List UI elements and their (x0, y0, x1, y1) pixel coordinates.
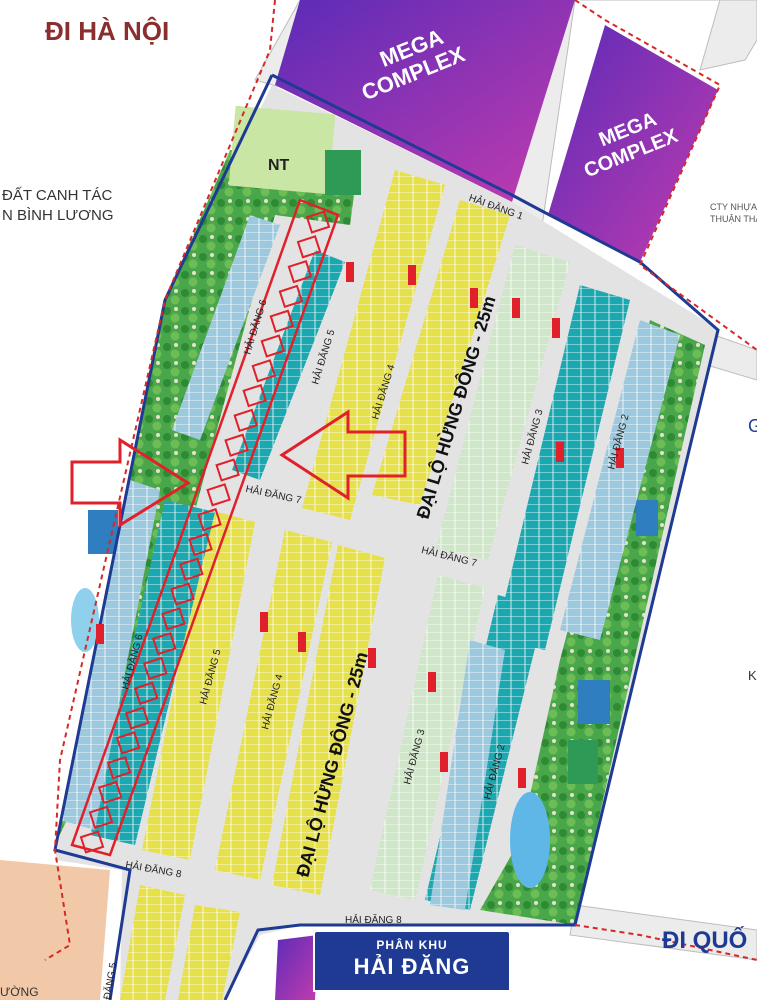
highlighted-lot-box (124, 706, 150, 730)
label-corner-bottom-left: ƯỜNG (0, 984, 39, 999)
highlighted-lot-box (115, 731, 141, 755)
highlighted-lot-box (97, 780, 123, 805)
highlighted-lot-box (179, 557, 204, 581)
label-di-quoc: ĐI QUỐ (662, 926, 747, 954)
highlighted-lot-box (242, 383, 267, 408)
zone-banner: PHÂN KHU HẢI ĐĂNG (313, 930, 511, 992)
highlighted-lot-box (224, 433, 249, 457)
label-cty-line1: CTY NHỰA (710, 202, 757, 212)
highlighted-lot-box (260, 334, 286, 358)
lot-strip-yellow-7 (178, 905, 240, 1000)
highlighted-lots (70, 198, 340, 857)
zone-banner-subtitle: PHÂN KHU (376, 938, 448, 952)
lot-strip-pale-2 (560, 320, 680, 640)
pond-west (71, 588, 99, 652)
lot-strip-blue-2 (60, 480, 160, 830)
section-markers (96, 262, 624, 788)
highlighted-lot-box (287, 259, 313, 284)
highlighted-lot-box (161, 607, 186, 631)
sand-parcel (0, 860, 110, 1000)
highlighted-lot-box (296, 235, 322, 259)
highlighted-lot-box (278, 284, 304, 309)
lot-strip-pale-1 (436, 245, 570, 560)
sports-court-2 (88, 510, 118, 554)
highlighted-lot-box (188, 532, 213, 557)
lot-strip-yellow-6 (120, 885, 185, 1000)
mega-complex-right (548, 25, 718, 262)
lot-strip-blue-3 (430, 640, 505, 910)
pond (510, 792, 550, 888)
nt-field (228, 105, 336, 195)
lot-strip-yellow-3 (272, 545, 385, 895)
planning-limit (44, 0, 276, 961)
highlighted-lot-box (197, 507, 222, 532)
sports-court-3 (578, 680, 610, 724)
highlighted-lot-box (305, 210, 331, 234)
lot-strip-yellow-4 (215, 530, 332, 880)
highlighted-lot-boxes (79, 210, 331, 854)
label-corner-g: G (748, 416, 757, 436)
lot-strip-yellow-5 (142, 510, 255, 860)
lot-strips (60, 170, 680, 1000)
label-dat-canh-tac-line1: ĐẤT CANH TÁC (2, 187, 112, 204)
mega-complex-bottom (275, 935, 318, 1000)
arrow-right (70, 437, 191, 528)
zone-banner-title: HẢI ĐĂNG (353, 954, 471, 979)
highlighted-lot-box (88, 805, 114, 829)
lot-strip-pale-3 (370, 575, 485, 900)
highlighted-lot-box (133, 681, 159, 705)
highlighted-lot-box (269, 309, 295, 333)
highlighted-lot-box (251, 359, 277, 383)
highlighted-lot-box (106, 755, 132, 780)
mega-complex-top (275, 0, 575, 202)
label-corner-k: K (748, 668, 757, 683)
lot-strip-blue-1 (172, 215, 280, 440)
label-nt: NT (268, 157, 290, 174)
highlighted-lot-box (215, 458, 240, 482)
highlighted-lot-box (143, 656, 168, 681)
label-di-ha-noi: ĐI HÀ NỘI (45, 16, 169, 46)
site-boundary (223, 73, 720, 1000)
label-dat-canh-tac-line2: N BÌNH LƯƠNG (2, 207, 114, 224)
lot-strip-yellow-2 (302, 170, 445, 520)
highlighted-lot-box (170, 582, 195, 606)
lot-strip-teal-2 (232, 250, 345, 480)
sports-court-5 (636, 500, 658, 536)
sports-court-1 (325, 150, 361, 195)
arrow-left (279, 409, 407, 501)
highlighted-lot-box (206, 483, 231, 507)
sports-court-4 (568, 740, 598, 784)
planning-limit-south (574, 924, 757, 961)
lot-strip-teal-1 (495, 285, 630, 650)
highlighted-lot-box (79, 830, 105, 854)
lot-strip-yellow-1 (372, 200, 510, 505)
label-cty-line2: THUẬN THÀN (710, 214, 757, 224)
highlighted-lot-box (152, 631, 177, 656)
highlighted-lot-box (233, 408, 258, 433)
label-hai-dang-8-right: HẢI ĐĂNG 8 (345, 913, 402, 926)
